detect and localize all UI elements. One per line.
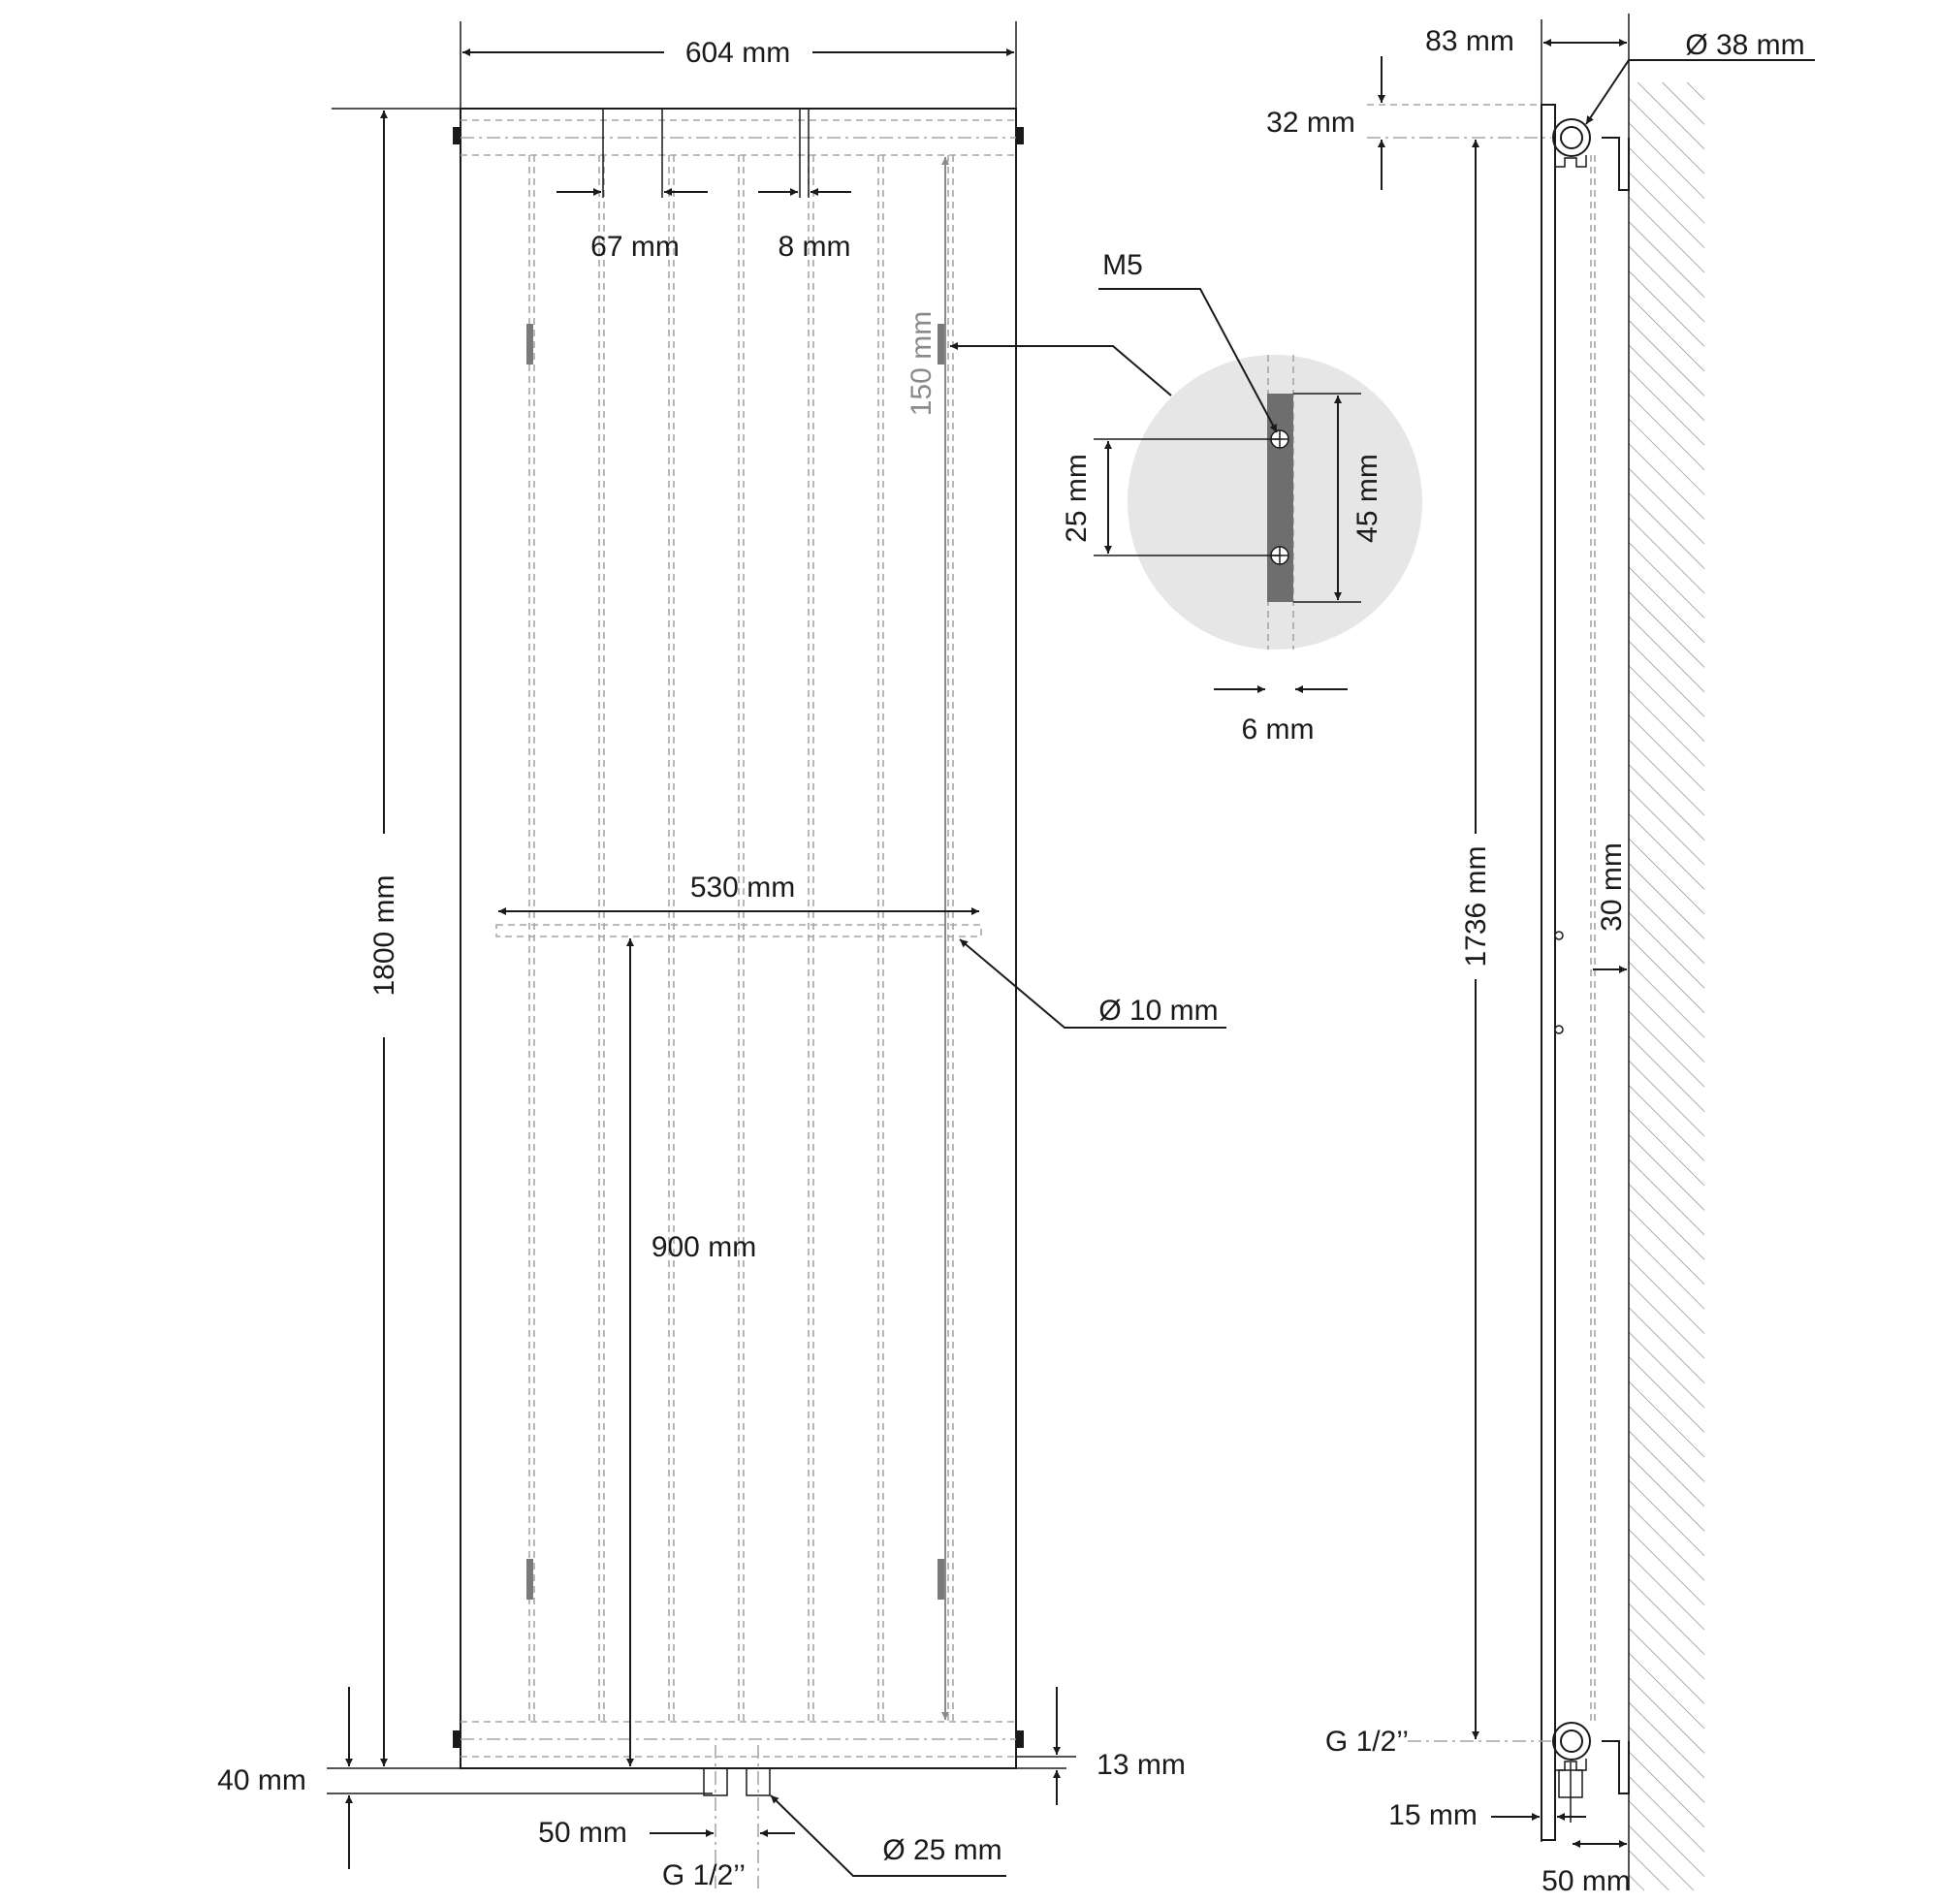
top-collector: [453, 119, 1024, 156]
dim-depth: 83 mm: [1425, 14, 1630, 105]
top-collector-side: [1552, 118, 1630, 191]
connection-thread-front-label: G 1/2’’: [662, 1859, 746, 1891]
rail-length-label: 530 mm: [690, 872, 795, 904]
height-label: 1800 mm: [368, 874, 400, 996]
plate-width-label: 6 mm: [1242, 714, 1315, 746]
width-label: 604 mm: [685, 37, 790, 69]
side-offset-label: 15 mm: [1388, 1799, 1478, 1831]
wall-distance-label: 50 mm: [1542, 1865, 1631, 1897]
dim-wall-distance: 50 mm: [1542, 1762, 1631, 1897]
dim-side-offset: 15 mm: [1388, 1799, 1586, 1842]
wall-brackets: [526, 324, 944, 1600]
dim-width: 604 mm: [460, 21, 1017, 109]
vertical-tubes: [528, 155, 954, 1722]
hole-spacing-label: 25 mm: [1061, 454, 1093, 543]
collector-diameter-label: Ø 38 mm: [1685, 29, 1804, 61]
connection-pipes: [703, 1745, 771, 1888]
dim-collector-diameter: Ø 38 mm: [1585, 29, 1815, 125]
screw-label: M5: [1102, 249, 1143, 281]
tube-width-label: 67 mm: [590, 231, 680, 263]
top-offset-label: 32 mm: [1266, 107, 1355, 139]
rail-diameter-label: Ø 10 mm: [1098, 995, 1218, 1027]
tube-gap-label: 8 mm: [779, 231, 851, 263]
dim-rail-length: 530 mm: [498, 872, 979, 915]
dim-rail-height: 900 mm: [626, 938, 756, 1766]
connection-thread-side-label: G 1/2’’: [1325, 1726, 1409, 1758]
dim-bottom-pipe: 13 mm: [1016, 1687, 1186, 1805]
bottom-offset-label: 40 mm: [217, 1764, 306, 1796]
depth-label: 83 mm: [1425, 25, 1514, 57]
connection-spacing-label: 50 mm: [538, 1817, 627, 1849]
bottom-pipe-label: 13 mm: [1097, 1749, 1186, 1781]
dim-height: 1800 mm: [332, 108, 461, 1766]
bracket-plate: [1267, 394, 1293, 602]
front-view: 604 mm 67 mm 8 mm 1800 mm 150 mm: [217, 21, 1226, 1891]
bracket-detail: M5 25 mm 45 mm 6 mm: [1061, 249, 1422, 746]
dim-bracket-spacing: 150 mm: [906, 157, 949, 1720]
radiator-side-panel: [1541, 104, 1556, 1841]
bracket-spacing-label: 150 mm: [906, 311, 938, 416]
bottom-reference: 40 mm: [217, 1687, 1066, 1869]
towel-rail: [495, 924, 982, 937]
dim-hub-distance: 1736 mm G 1/2’’: [1325, 140, 1551, 1758]
dim-connection-spacing: 50 mm G 1/2’’: [538, 1817, 795, 1891]
dim-rail-diameter: Ø 10 mm: [959, 938, 1226, 1029]
bottom-collector: [453, 1721, 1024, 1758]
hub-distance-label: 1736 mm: [1460, 845, 1492, 967]
dim-tube-gap: 8 mm: [758, 109, 851, 263]
side-view: 83 mm Ø 38 mm 32 mm 1736 mm G 1/2’’ 30 m…: [1266, 14, 1815, 1897]
rail-height-label: 900 mm: [652, 1231, 756, 1263]
wall-gap-label: 30 mm: [1596, 842, 1628, 932]
dim-wall-gap: 30 mm: [1593, 842, 1628, 973]
dim-top-offset: 32 mm: [1266, 56, 1551, 190]
bottom-collector-side: [1552, 1722, 1630, 1798]
dim-tube-width: 67 mm: [556, 109, 708, 263]
detail-leader: [950, 342, 1172, 397]
dim-connection-diameter: Ø 25 mm: [770, 1794, 1006, 1877]
plate-length-label: 45 mm: [1351, 454, 1383, 543]
connection-diameter-label: Ø 25 mm: [882, 1834, 1001, 1866]
wall: [1629, 82, 1704, 1890]
